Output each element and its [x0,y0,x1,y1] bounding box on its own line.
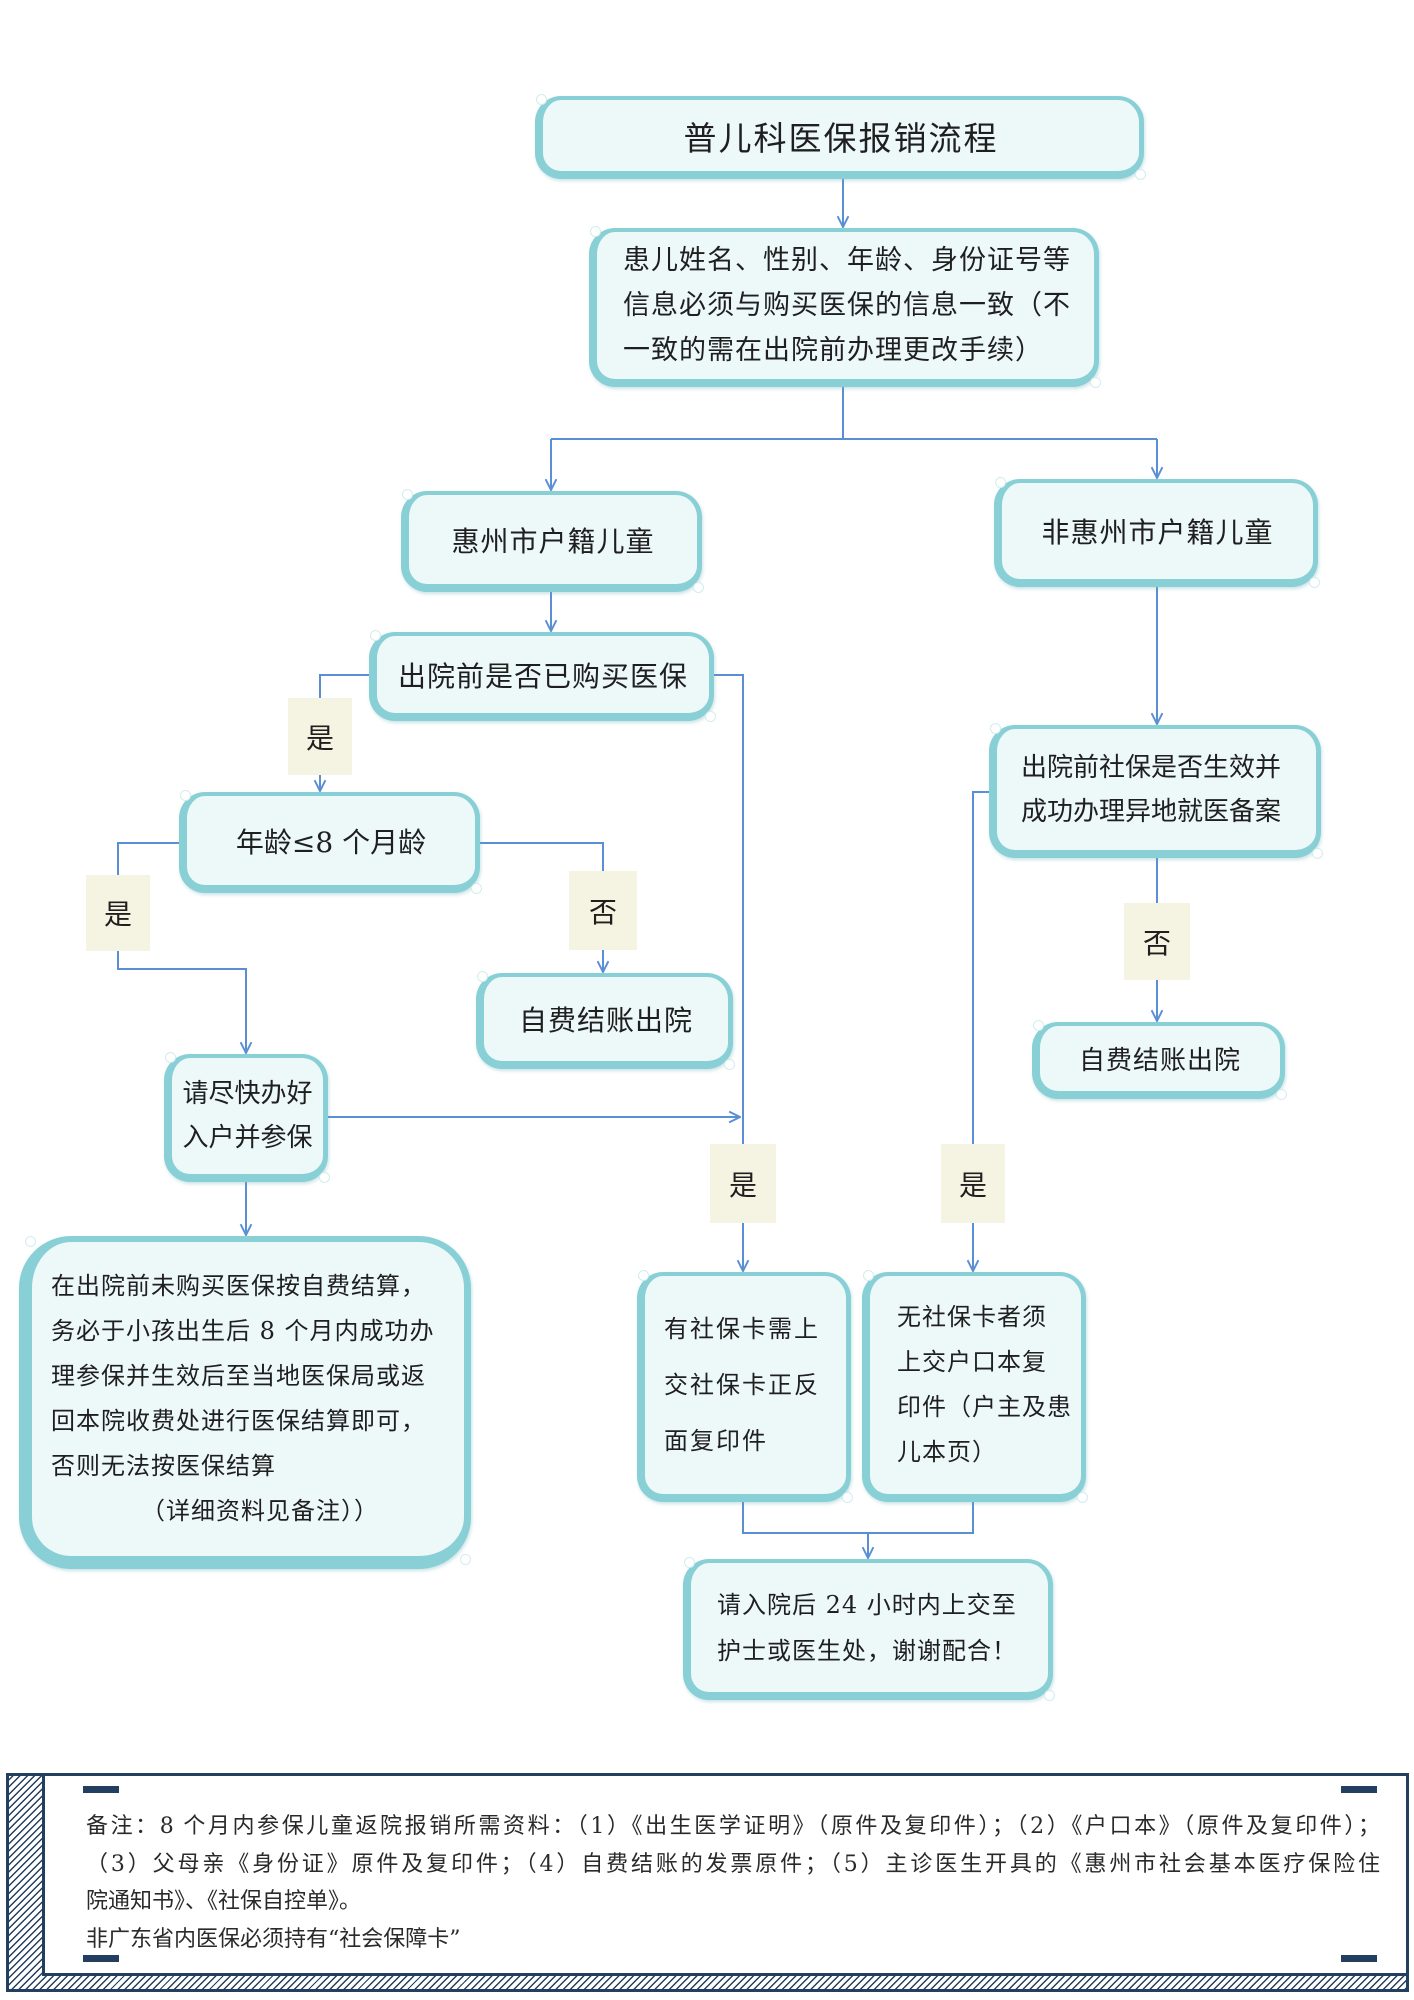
insurance-purchased-question-box: 出院前是否已购买医保 [369,630,716,722]
submission-notice-box: 请入院后 24 小时内上交至 护士或医生处，谢谢配合！ [683,1557,1055,1701]
note-line: 备注：8 个月内参保儿童返院报销所需资料：（1）《出生医学证明》（原件及复印件）… [86,1814,1380,1839]
huizhou-child-label: 惠州市户籍儿童 [451,524,655,558]
connector-cards-merge [742,1502,974,1534]
unpaid-instructions-box: 在出院前未购买医保按自费结算， 务必于小孩出生后 8 个月内成功办 理参保并生效… [19,1236,471,1569]
info-requirement-line: 患儿姓名、性别、年龄、身份证号等 [623,245,1071,276]
submission-notice-line: 请入院后 24 小时内上交至 [717,1590,1017,1619]
without-card-requirement-box: 无社保卡者须 上交户口本复 印件（户主及患 儿本页） [862,1270,1088,1503]
info-requirement-line: 信息必须与购买医保的信息一致（不 [623,290,1071,321]
age-question: 年龄≤8 个月龄 [235,825,427,859]
edge-label-purchased-yes: 是 [288,698,352,775]
info-requirement-box: 患儿姓名、性别、年龄、身份证号等 信息必须与购买医保的信息一致（不 一致的需在出… [589,226,1101,388]
huizhou-child-box: 惠州市户籍儿童 [401,489,704,593]
note-line: （3）父母亲《身份证》原件及复印件；（4）自费结账的发票原件；（5）主诊医生开具… [86,1851,1380,1877]
note-corner-mark [1341,1955,1377,1962]
unpaid-instructions-line: 理参保并生效后至当地医保局或返 [51,1362,426,1390]
insurance-effective-question-box: 出院前社保是否生效并 成功办理异地就医备案 [989,723,1323,859]
connector-age-yes-branch [117,842,179,875]
connector-effective-yes-branch [972,791,989,1144]
edge-label-age-yes: 是 [86,875,150,951]
insurance-purchased-question: 出院前是否已购买医保 [397,659,688,693]
register-household-line: 请尽快办好 [182,1079,313,1109]
note-corner-mark [83,1955,119,1962]
self-pay-discharge-label: 自费结账出院 [518,1004,693,1037]
non-huizhou-child-label: 非惠州市户籍儿童 [1041,516,1274,549]
age-question-box: 年龄≤8 个月龄 [179,790,482,894]
edge-label-age-no: 否 [569,871,637,950]
submission-notice-line: 护士或医生处，谢谢配合！ [717,1636,1017,1665]
note-panel: 备注：8 个月内参保儿童返院报销所需资料：（1）《出生医学证明》（原件及复印件）… [42,1773,1409,1976]
note-text: 备注：8 个月内参保儿童返院报销所需资料：（1）《出生医学证明》（原件及复印件）… [86,1808,1380,1958]
connector-age-no-branch [480,842,604,871]
unpaid-instructions-line: 务必于小孩出生后 8 个月内成功办 [51,1317,435,1345]
note-corner-mark [1341,1786,1377,1793]
insurance-effective-question-line: 成功办理异地就医备案 [1021,796,1282,827]
unpaid-instructions-line: 否则无法按医保结算 [51,1452,276,1480]
register-household-box: 请尽快办好 入户并参保 [164,1052,330,1183]
note-corner-mark [83,1786,119,1793]
with-card-requirement-line: 有社保卡需上 [664,1315,820,1343]
without-card-requirement-line: 印件（户主及患 [897,1393,1072,1421]
unpaid-instructions-reference: （详细资料见备注）） [141,1497,379,1525]
without-card-requirement-line: 儿本页） [897,1438,997,1466]
edge-label-effective-yes: 是 [941,1144,1005,1223]
with-card-requirement-box: 有社保卡需上 交社保卡正反 面复印件 [637,1270,853,1503]
non-huizhou-child-box: 非惠州市户籍儿童 [994,477,1320,588]
info-requirement-line: 一致的需在出院前办理更改手续） [623,335,1043,366]
insurance-effective-question-line: 出院前社保是否生效并 [1021,752,1282,783]
connector-purchase-yes-branch [319,674,369,698]
self-pay-discharge-label: 自费结账出院 [1078,1046,1241,1076]
with-card-requirement-line: 交社保卡正反 [664,1371,820,1399]
register-household-line: 入户并参保 [182,1123,313,1153]
connector-age-yes-to-register [117,951,246,1053]
with-card-requirement-line: 面复印件 [664,1427,768,1455]
flowchart-title: 普儿科医保报销流程 [683,118,999,158]
flowchart-title-box: 普儿科医保报销流程 [535,94,1146,180]
connector-purchase-right-branch [714,674,744,1144]
note-line: 非广东省内医保必须持有“社会保障卡” [86,1926,461,1952]
unpaid-instructions-line: 回本院收费处进行医保结算即可， [51,1407,426,1435]
edge-label-purchase-path-yes: 是 [710,1144,776,1223]
self-pay-discharge-box-right: 自费结账出院 [1032,1020,1287,1100]
self-pay-discharge-box-left: 自费结账出院 [476,971,735,1070]
without-card-requirement-line: 无社保卡者须 [897,1303,1047,1331]
unpaid-instructions-line: 在出院前未购买医保按自费结算， [51,1272,426,1300]
edge-label-effective-no: 否 [1124,903,1190,980]
note-line: 院通知书》、《社保自控单》。 [86,1889,362,1914]
without-card-requirement-line: 上交户口本复 [897,1348,1047,1376]
